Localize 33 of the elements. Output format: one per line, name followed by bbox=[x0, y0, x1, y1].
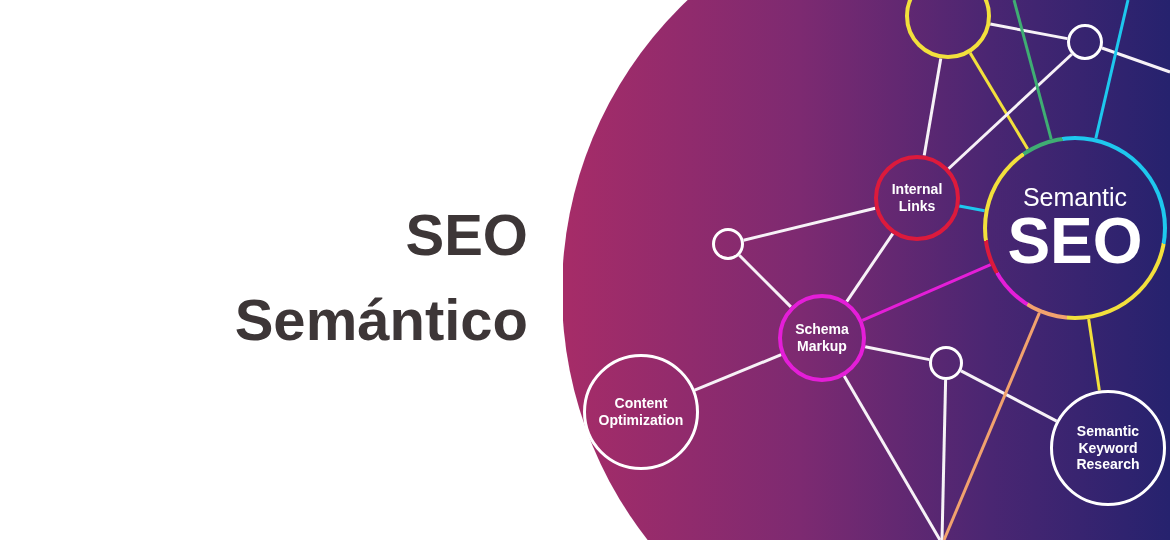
connector-line bbox=[968, 52, 1029, 150]
connector-line bbox=[743, 206, 876, 242]
topic-circle bbox=[874, 155, 960, 241]
connector-line bbox=[864, 345, 930, 362]
connector-line bbox=[845, 232, 895, 303]
topic-title: SEO bbox=[1007, 211, 1143, 273]
topic-circle bbox=[778, 294, 866, 382]
topic-label: Semantic bbox=[1022, 183, 1128, 212]
node-label: Internal Links bbox=[891, 181, 943, 215]
connector-line bbox=[958, 204, 985, 213]
topic-circle bbox=[1050, 390, 1166, 506]
connector-line bbox=[1012, 0, 1053, 140]
topic-circle bbox=[583, 354, 699, 470]
node-label: Schema Markup bbox=[795, 321, 849, 355]
node-circle bbox=[712, 228, 744, 260]
connector-line bbox=[947, 53, 1073, 170]
connector-line bbox=[842, 375, 942, 540]
connector-line bbox=[1087, 318, 1101, 391]
connector-line bbox=[694, 353, 782, 392]
node-circle bbox=[929, 346, 963, 380]
node-circle bbox=[1067, 24, 1103, 60]
connector-line bbox=[738, 254, 792, 308]
connector-line bbox=[942, 312, 1041, 540]
connector-line bbox=[1101, 46, 1170, 74]
node-label: Content Optimization bbox=[598, 395, 684, 429]
connector-line bbox=[960, 369, 1058, 423]
connector-line bbox=[940, 379, 948, 540]
title: SEO Semántico bbox=[234, 201, 528, 354]
node-label: Semantic Keyword Research bbox=[1076, 422, 1140, 474]
connector-line bbox=[922, 58, 943, 156]
connector-line bbox=[861, 263, 992, 322]
connector-line bbox=[1094, 0, 1130, 139]
connector-line bbox=[989, 22, 1068, 41]
